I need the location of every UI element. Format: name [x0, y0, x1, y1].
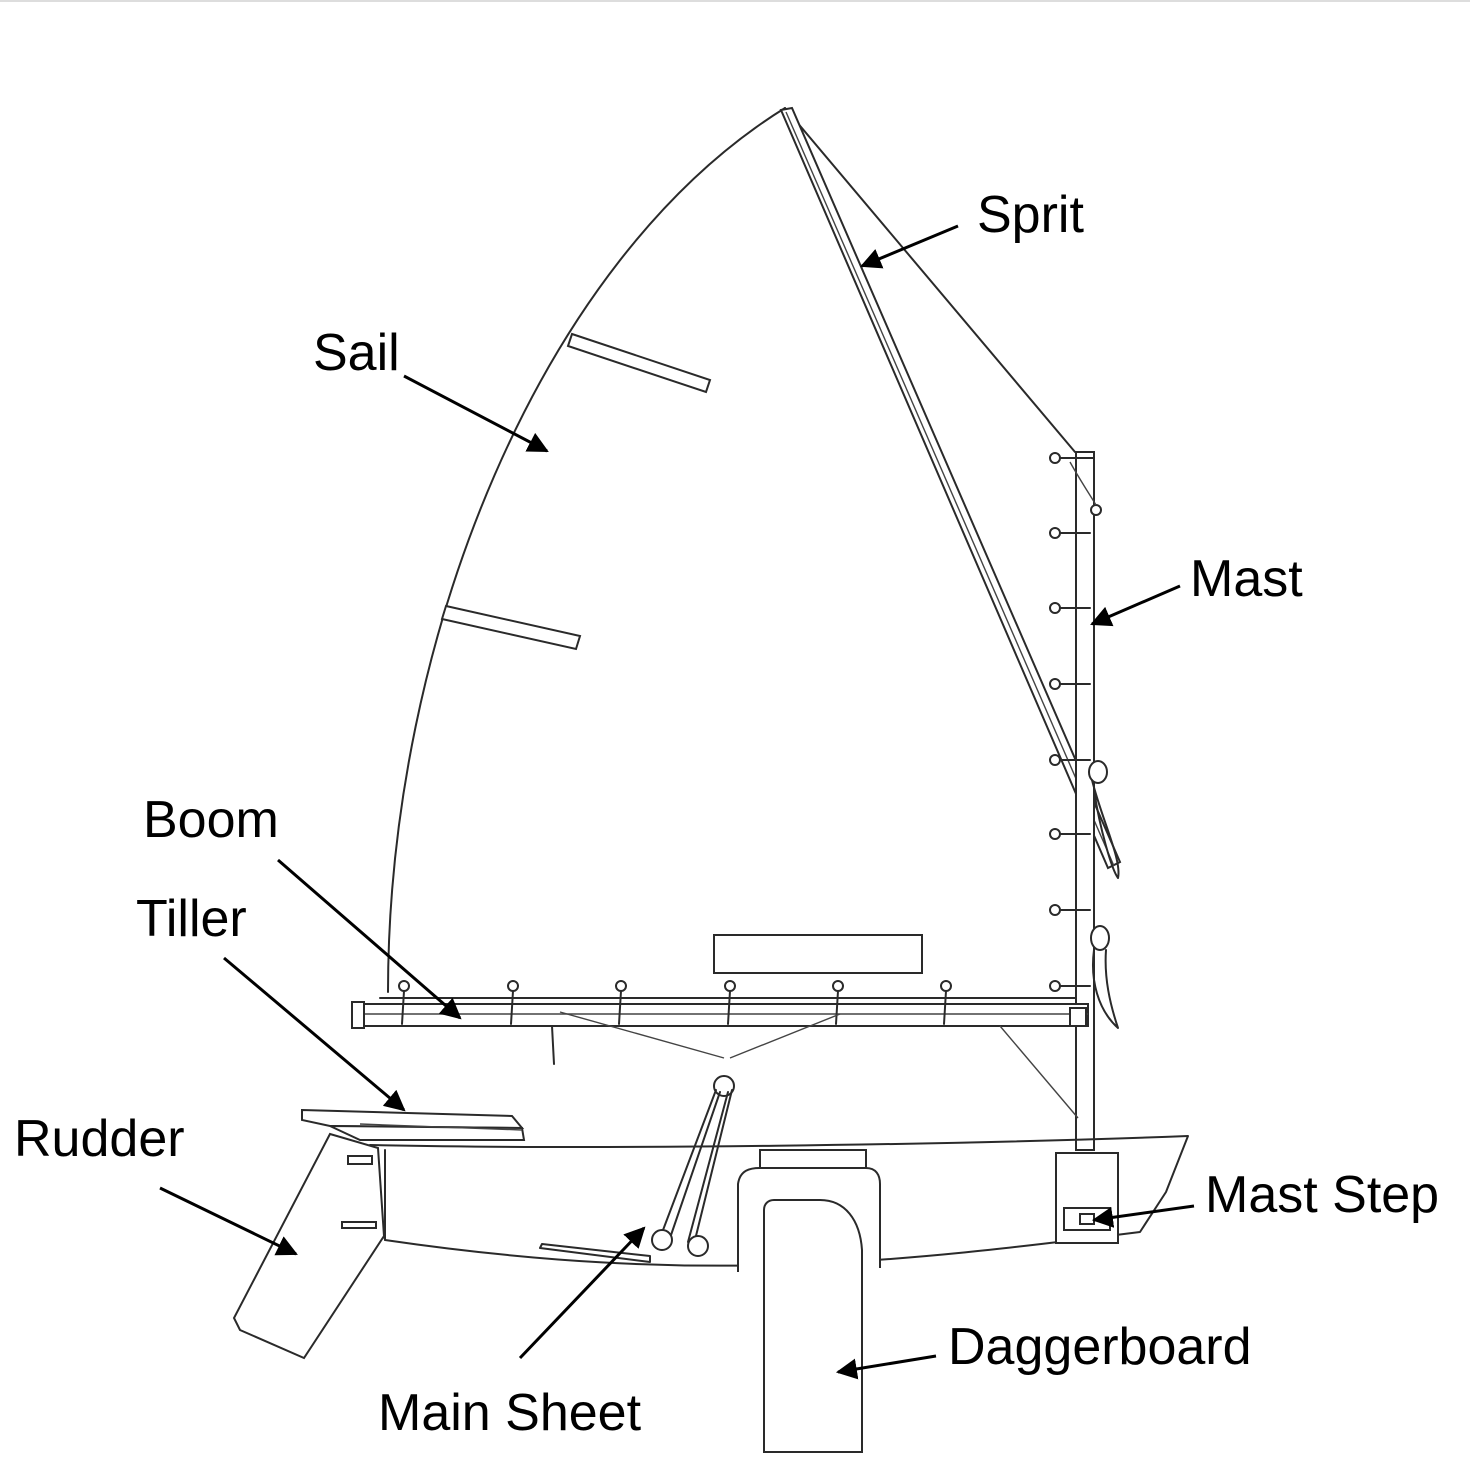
boom: [351, 980, 1089, 1065]
arrow-sail: [403, 374, 549, 453]
mast-ties: [1049, 452, 1102, 992]
label-boom-text: Boom: [143, 791, 279, 849]
label-tiller-text: Tiller: [136, 890, 247, 948]
label-boom: Boom: [143, 791, 462, 1020]
boom-ties: [398, 980, 952, 1025]
label-rudder: Rudder: [14, 1110, 298, 1256]
label-daggerboard: Daggerboard: [835, 1318, 1252, 1380]
label-sail-text: Sail: [313, 324, 400, 382]
arrow-mast-step: [1091, 1204, 1195, 1228]
vang-line: [999, 1025, 1079, 1119]
label-sail: Sail: [313, 324, 549, 453]
daggerboard: [763, 1199, 863, 1453]
arrow-sprit: [860, 224, 959, 269]
tiller: [301, 1108, 526, 1141]
arrow-tiller: [223, 956, 406, 1112]
label-main-sheet-text: Main Sheet: [378, 1384, 642, 1442]
arrow-mast: [1090, 584, 1181, 627]
arrow-daggerboard: [835, 1354, 937, 1380]
snotter-blocks: [1088, 760, 1120, 1029]
label-daggerboard-text: Daggerboard: [948, 1318, 1252, 1376]
label-main-sheet: Main Sheet: [378, 1226, 646, 1442]
sail: [379, 107, 1083, 999]
label-mast-text: Mast: [1190, 550, 1303, 608]
label-mast-step: Mast Step: [1091, 1166, 1439, 1228]
label-tiller: Tiller: [136, 890, 406, 1112]
mast-step: [1055, 1152, 1119, 1244]
arrow-rudder: [159, 1186, 298, 1256]
label-rudder-text: Rudder: [14, 1110, 185, 1168]
sprit: [779, 106, 1122, 870]
label-sprit: Sprit: [860, 186, 1084, 269]
rudder: [232, 1132, 386, 1360]
label-mast: Mast: [1090, 550, 1303, 627]
main-sheet-rigging: [539, 1011, 841, 1263]
arrow-boom: [277, 858, 462, 1020]
mast: [1049, 451, 1120, 1151]
label-sprit-text: Sprit: [977, 186, 1084, 244]
label-mast-step-text: Mast Step: [1205, 1166, 1439, 1224]
arrow-main-sheet: [518, 1226, 646, 1360]
